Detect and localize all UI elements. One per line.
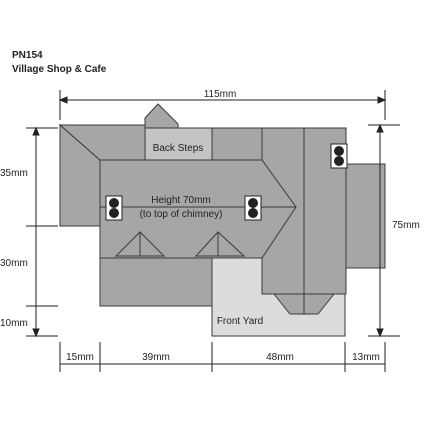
back-steps-label: Back Steps <box>153 143 204 154</box>
dormer-right <box>194 231 246 257</box>
bottom-dim-1: 15mm <box>66 352 94 363</box>
product-name: Village Shop & Cafe <box>12 64 107 75</box>
left-bottom-label: 10mm <box>0 318 28 329</box>
dimension-right <box>368 123 400 338</box>
back-steps-gable <box>144 103 179 129</box>
dimension-top <box>58 90 387 120</box>
chimney-centre <box>244 195 262 221</box>
left-top-label: 35mm <box>0 168 28 179</box>
height-sublabel: (to top of chimney) <box>140 209 223 220</box>
front-yard-label: Front Yard <box>217 316 263 327</box>
right-wing-roof <box>344 163 386 269</box>
chimney-right <box>330 143 348 169</box>
bottom-dim-2: 39mm <box>142 352 170 363</box>
chimney-left <box>105 195 123 221</box>
total-width-label: 115mm <box>204 89 237 100</box>
dimension-left <box>26 126 58 338</box>
bottom-dim-4: 13mm <box>352 352 380 363</box>
left-mid-label: 30mm <box>0 258 28 269</box>
back-roof-right <box>211 127 263 161</box>
bottom-dim-3: 48mm <box>266 352 294 363</box>
height-label: Height 70mm <box>151 195 210 206</box>
right-height-label: 75mm <box>392 220 420 231</box>
dimension-bottom <box>59 342 386 372</box>
product-code: PN154 <box>12 50 43 61</box>
